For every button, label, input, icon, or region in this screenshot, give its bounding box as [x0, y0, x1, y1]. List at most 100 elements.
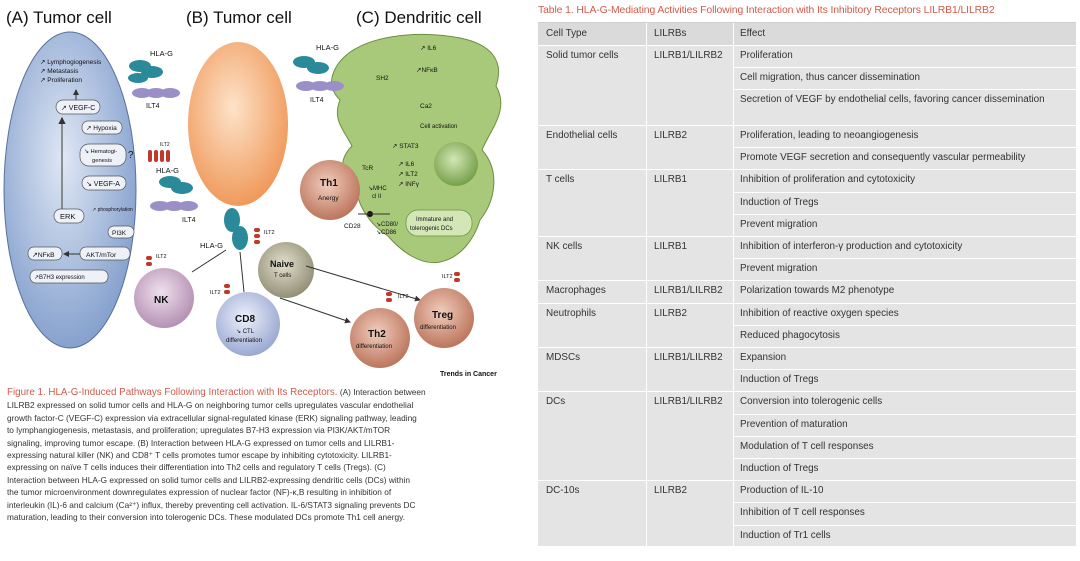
row-divider: [733, 436, 1076, 437]
b7h3-label: ↗B7H3 expression: [34, 275, 85, 281]
row-divider: [733, 89, 1076, 90]
cell-lilrbs: LILRB1: [654, 174, 687, 186]
hla-g-label-mid: HLA-G: [156, 166, 179, 175]
tumor-cell-a: [3, 31, 137, 349]
row-divider: [733, 325, 1076, 326]
proliferation-label: ↗ Proliferation: [40, 77, 82, 84]
immature-label-1: Immature and: [416, 217, 453, 223]
row-divider: [733, 147, 1076, 148]
hla-g-label-c: HLA-G: [316, 43, 339, 52]
cell-type: Neutrophils: [546, 307, 596, 319]
immature-dc-node: [405, 209, 473, 237]
cell-type: DCs: [546, 396, 566, 408]
hla-g-receptor-c: [293, 56, 329, 74]
ilt4-receptor-mid: [150, 201, 198, 211]
table-body: Cell Type LILRBs Effect Solid tumor cell…: [538, 22, 1076, 546]
ilt2-label-nk: ILT2: [156, 254, 167, 260]
il6b-label: ↗ IL6: [398, 161, 415, 168]
cell-type: DC-10s: [546, 485, 580, 497]
dendritic-cell: [331, 33, 502, 264]
pi3k-node: [107, 225, 135, 239]
cell-effect: Polarization towards M2 phenotype: [740, 285, 895, 297]
table-1: Table 1. HLA-G-Mediating Activities Foll…: [538, 0, 1078, 548]
header-lilrbs: LILRBs: [654, 28, 687, 39]
cell-type: NK cells: [546, 240, 583, 252]
group-divider: [538, 125, 1076, 126]
ctl-label-2: differentiation: [226, 338, 262, 344]
hematogenesis-label-2: genesis: [92, 158, 112, 164]
vegfc-label: ↗ VEGF-C: [61, 105, 95, 112]
tumor-cell-b: [188, 42, 288, 206]
table-header-row: Cell Type LILRBs Effect: [538, 23, 1076, 46]
row-divider: [733, 414, 1076, 415]
naive-t-cell: [258, 242, 314, 298]
group-divider: [538, 391, 1076, 392]
caption-line: expressing natural killer (NK) and CD8⁺ …: [7, 450, 392, 461]
group-divider: [538, 169, 1076, 170]
group-divider: [538, 236, 1076, 237]
hla-g-label-b: HLA-G: [200, 241, 223, 250]
cell-effect: Inhibition of interferon-γ production an…: [740, 240, 963, 252]
th1-cell: [300, 160, 360, 220]
cell-effect: Induction of Tregs: [740, 196, 819, 208]
cell-effect: Prevention of maturation: [740, 418, 848, 430]
cell-effect: Production of IL-10: [740, 485, 824, 497]
row-divider: [733, 214, 1076, 215]
caption-title: Figure 1. HLA-G-Induced Pathways Followi…: [7, 387, 338, 398]
lymphogenesis-label: ↗ Lymphogiogenesis: [40, 59, 102, 66]
hla-g-receptor-mid: [159, 176, 193, 194]
nk-label: NK: [154, 295, 169, 306]
stat3-label: ↗ STAT3: [392, 143, 419, 150]
cell-lilrbs: LILRB1/LILRB2: [654, 285, 723, 297]
row-divider: [733, 258, 1076, 259]
cell-lilrbs: LILRB1: [654, 240, 687, 252]
ilt2-label-cd8: ILT2: [210, 290, 221, 296]
pi3k-label: PI3K: [112, 230, 127, 237]
cd8-label: CD8: [235, 314, 255, 325]
cell-type: Solid tumor cells: [546, 50, 619, 61]
cell-effect: Inhibition of T cell responses: [740, 507, 865, 519]
ilt2-label-b: ILT2: [264, 230, 275, 236]
cell-effect: Induction of Tregs: [740, 462, 819, 474]
nfkb-a-node: [27, 246, 63, 261]
caption-first-line-tail: (A) Interaction between: [337, 387, 426, 397]
cell-effect: Cell migration, thus cancer disseminatio…: [740, 72, 921, 84]
row-divider: [733, 502, 1076, 503]
ilt4-label-top: ILT4: [146, 103, 160, 110]
row-divider: [733, 369, 1076, 370]
cell-effect: Prevent migration: [740, 218, 818, 230]
caption-line: growth factor-C (VEGF-C) expression via …: [7, 412, 417, 423]
treg-diff-label: differentiation: [420, 325, 456, 331]
row-divider: [733, 192, 1076, 193]
vegfc-node: [55, 99, 101, 115]
cell-lilrbs: LILRB1/LILRB2: [654, 50, 723, 61]
cell-lilrbs: LILRB2: [654, 129, 687, 141]
row-divider: [733, 525, 1076, 526]
cell-effect: Reduced phagocytosis: [740, 329, 840, 341]
ilt2-receptor-nk: [146, 256, 152, 266]
caption-line: expressing on naïve T cells induces thei…: [7, 462, 386, 473]
cell-activation-label: Cell activation: [420, 124, 457, 130]
tcr-label: TcR: [362, 165, 374, 172]
cd28-label: CD28: [344, 223, 361, 230]
infg-label: ↗ INFγ: [398, 181, 420, 188]
cell-effect: Proliferation, leading to neoangiogenesi…: [740, 129, 919, 141]
row-divider: [733, 458, 1076, 459]
mhc-label-1: ↘MHC: [368, 186, 387, 192]
caption-line: LILRB2 expressed on solid tumor cells an…: [7, 400, 414, 411]
hla-g-label-top: HLA-G: [150, 49, 173, 58]
caption-line: interleukin (IL)-6 and calcium (Ca²⁺) in…: [7, 499, 416, 510]
b7h3-node: [29, 269, 109, 284]
th2-cell: [350, 308, 410, 368]
cell-effect: Inhibition of reactive oxygen species: [740, 307, 899, 319]
cell-effect: Conversion into tolerogenic cells: [740, 396, 883, 408]
ilt2-receptor-cd8: [224, 284, 230, 294]
ilt2-label-mid: ILT2: [160, 142, 170, 148]
nfkb-c-label: ↗NFκB: [416, 67, 438, 74]
table-title: Table 1. HLA-G-Mediating Activities Foll…: [538, 5, 995, 16]
header-cell-type: Cell Type: [546, 28, 587, 39]
nk-cell: [134, 268, 194, 328]
figure-caption: Figure 1. HLA-G-Induced Pathways Followi…: [7, 386, 515, 523]
treg-cell: [414, 288, 474, 348]
hematogenesis-label-1: ↘ Hematogi-: [84, 149, 117, 155]
